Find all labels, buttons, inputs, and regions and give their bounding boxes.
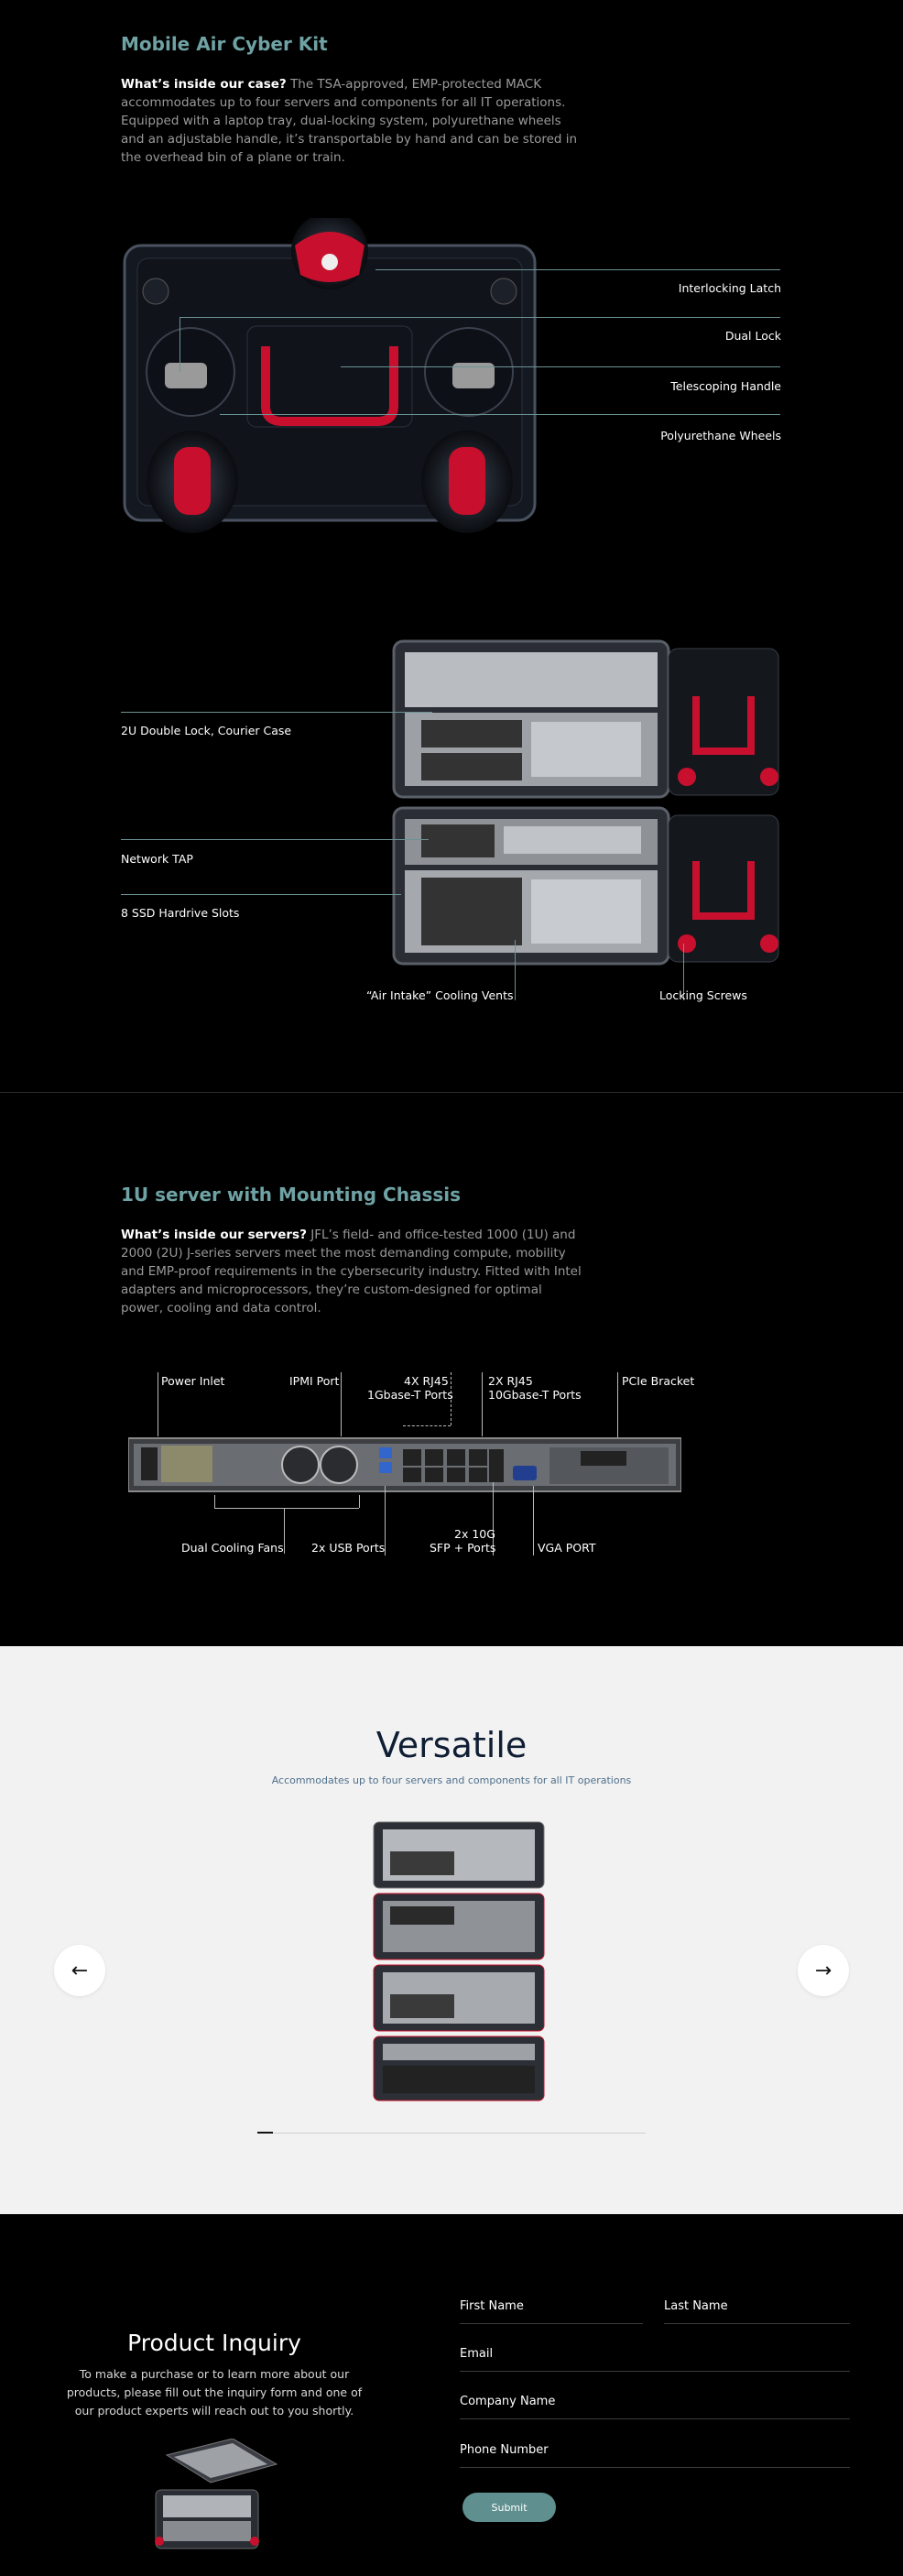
callout-line (375, 269, 780, 270)
first-name-field[interactable]: First Name (460, 2296, 643, 2324)
carousel-section: Versatile Accommodates up to four server… (0, 1646, 903, 2214)
callout-locking-screws: Locking Screws (659, 988, 747, 1002)
connector-line (482, 1372, 483, 1436)
label-sfp-ports: SFP + Ports (430, 1541, 496, 1555)
label-10gbase: 10Gbase-T Ports (488, 1388, 582, 1402)
label-4x-rj45: 4X RJ45 (404, 1374, 449, 1388)
carousel-progress-track[interactable] (257, 2132, 646, 2134)
connector-line (359, 1495, 360, 1508)
phone-number-field[interactable]: Phone Number (460, 2440, 850, 2468)
email-label: Email (460, 2347, 494, 2361)
callout-line (515, 940, 516, 1000)
callout-ssd-slots: 8 SSD Hardrive Slots (121, 906, 240, 920)
connector-line (617, 1372, 618, 1438)
connector-line (493, 1482, 494, 1555)
connector-line (451, 1372, 452, 1425)
kit-body: The TSA-approved, EMP-protected MACK acc… (121, 77, 578, 165)
callout-polyurethane-wheels: Polyurethane Wheels (660, 429, 781, 442)
inquiry-title: Product Inquiry (127, 2330, 301, 2356)
connector-line (385, 1486, 386, 1555)
label-1gbase: 1Gbase-T Ports (367, 1388, 453, 1402)
section-divider (0, 1092, 903, 1093)
connector-line (403, 1425, 451, 1426)
label-ipmi-port: IPMI Port (289, 1374, 340, 1388)
server-rear-image (128, 1437, 681, 1492)
callout-interlocking-latch: Interlocking Latch (678, 281, 781, 295)
server-title: 1U server with Mounting Chassis (121, 1184, 462, 1206)
callout-cooling-vents: “Air Intake” Cooling Vents (366, 988, 514, 1002)
carousel-image (373, 1821, 545, 2101)
email-field[interactable]: Email (460, 2343, 850, 2372)
label-power-inlet: Power Inlet (161, 1374, 225, 1388)
last-name-label: Last Name (664, 2299, 728, 2313)
label-2x-rj45: 2X RJ45 (488, 1374, 533, 1388)
carousel-next-button[interactable]: → (798, 1945, 849, 1996)
callout-line (220, 414, 780, 415)
label-vga-port: VGA PORT (538, 1541, 596, 1555)
label-dual-cooling-fans: Dual Cooling Fans (181, 1541, 284, 1555)
callout-dual-lock: Dual Lock (724, 329, 781, 343)
carousel-subtitle: Accommodates up to four servers and comp… (271, 1774, 632, 1786)
inquiry-description: To make a purchase or to learn more abou… (66, 2367, 363, 2418)
label-usb-ports: 2x USB Ports (311, 1541, 386, 1555)
carousel-progress-thumb[interactable] (257, 2132, 273, 2134)
connector-line (214, 1508, 359, 1509)
callout-courier-case: 2U Double Lock, Courier Case (121, 724, 292, 737)
connector-line (214, 1495, 215, 1508)
kit-lead: What’s inside our case? (121, 77, 287, 92)
server-description: What’s inside our servers? JFL’s field- … (121, 1226, 588, 1317)
callout-line (683, 944, 684, 1000)
carousel-title: Versatile (375, 1725, 528, 1765)
company-name-label: Company Name (460, 2395, 556, 2408)
arrow-right-icon: → (814, 1959, 832, 1982)
first-name-label: First Name (460, 2299, 524, 2313)
callout-line (121, 894, 401, 895)
callout-telescoping-handle: Telescoping Handle (670, 379, 781, 393)
submit-button[interactable]: Submit (462, 2493, 556, 2522)
company-name-field[interactable]: Company Name (460, 2391, 850, 2419)
last-name-field[interactable]: Last Name (664, 2296, 850, 2324)
server-body: JFL’s field- and office-tested 1000 (1U)… (121, 1228, 582, 1315)
inquiry-case-image (155, 2439, 278, 2549)
callout-network-tap: Network TAP (121, 852, 193, 866)
callout-line (180, 317, 780, 318)
label-pcie-bracket: PCIe Bracket (622, 1374, 695, 1388)
label-2x-10g: 2x 10G (454, 1527, 495, 1541)
case-stack-image (392, 639, 779, 966)
carousel-prev-button[interactable]: ← (54, 1945, 105, 1996)
callout-line (341, 366, 780, 367)
case-top-image (123, 218, 537, 533)
kit-title: Mobile Air Cyber Kit (121, 33, 328, 55)
server-lead: What’s inside our servers? (121, 1228, 307, 1242)
arrow-left-icon: ← (71, 1959, 89, 1982)
callout-line (121, 839, 429, 840)
connector-line (284, 1508, 285, 1554)
phone-number-label: Phone Number (460, 2443, 549, 2457)
kit-description: What’s inside our case? The TSA-approved… (121, 75, 588, 167)
callout-line (121, 712, 432, 713)
connector-line (533, 1486, 534, 1555)
connector-line (341, 1372, 342, 1436)
